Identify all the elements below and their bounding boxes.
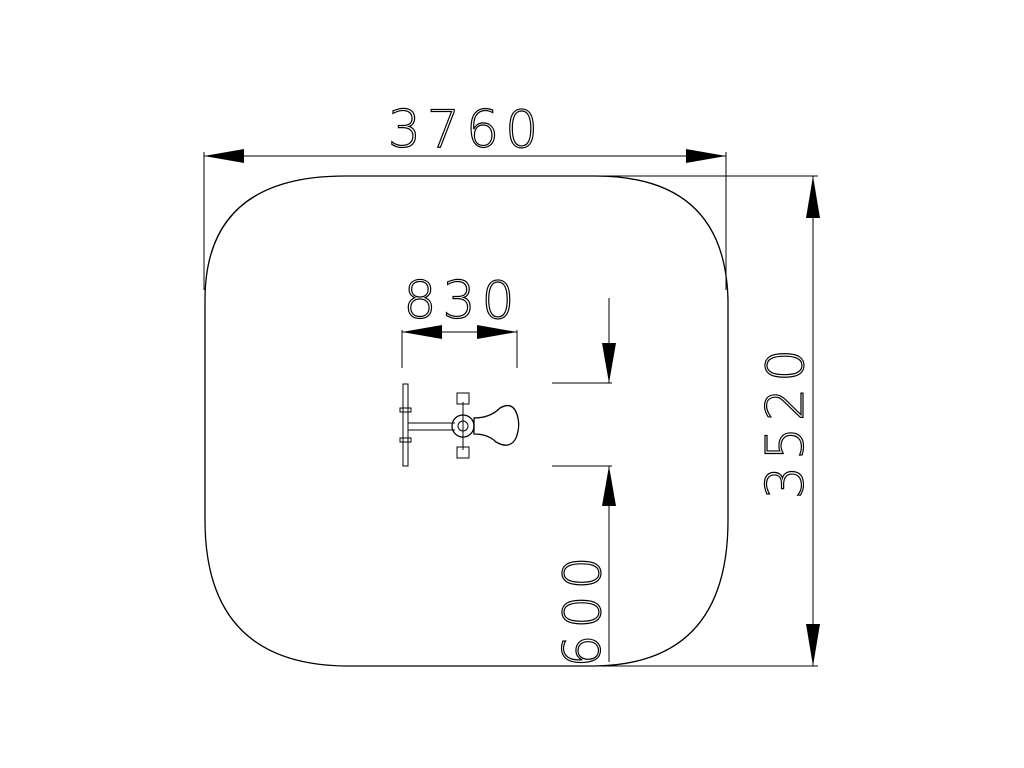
equipment-depth-label: 600 [553, 550, 613, 667]
safety-zone-outline [204, 175, 729, 667]
equipment-back-bar-clamp-top [399, 407, 412, 413]
depth-arrow-bottom [806, 624, 820, 666]
depth-arrow-top [806, 176, 820, 218]
width-arrow-right [686, 149, 726, 163]
equipment-width-dimension: 830 [401, 270, 520, 368]
width-arrow-left [204, 149, 244, 163]
equip-width-arrow-left [402, 325, 442, 339]
equip-depth-arrow-bottom [602, 466, 616, 506]
equip-depth-arrow-top [602, 343, 616, 383]
equipment-seat [473, 404, 520, 446]
equipment-handle-top [456, 392, 470, 405]
equipment-back-bar-clamp-bottom [399, 437, 412, 443]
overall-depth-dimension: 3520 [600, 175, 820, 667]
equipment-handle-bottom [456, 446, 470, 459]
overall-width-dimension: 3760 [203, 99, 727, 290]
equipment-width-label: 830 [403, 271, 520, 331]
overall-depth-label: 3520 [756, 343, 816, 499]
equip-width-arrow-right [477, 325, 517, 339]
equipment-back-bar [402, 383, 409, 467]
overall-width-label: 3760 [388, 100, 544, 160]
equipment-depth-dimension: 600 [552, 298, 616, 668]
equipment-plan-view [399, 383, 520, 467]
